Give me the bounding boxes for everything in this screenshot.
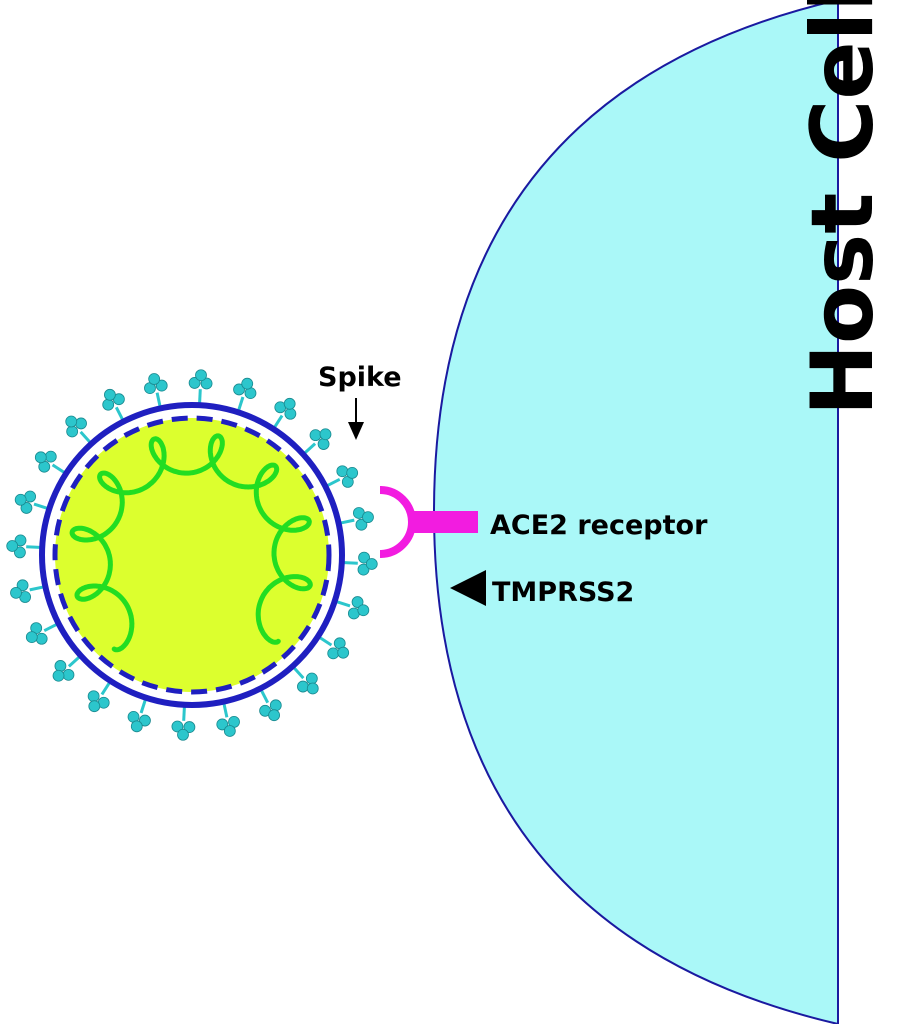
spike-protein bbox=[317, 635, 350, 660]
spike-protein bbox=[34, 450, 67, 475]
tmprss2-marker bbox=[450, 570, 486, 606]
ace2-receptor-label: ACE2 receptor bbox=[490, 510, 708, 541]
viral-envelope bbox=[39, 402, 345, 708]
spike-protein bbox=[341, 551, 378, 576]
host-cell-label: Host Cell bbox=[793, 0, 893, 416]
spike-label: Spike bbox=[318, 362, 402, 393]
spike-protein bbox=[127, 697, 151, 733]
spike-protein bbox=[302, 428, 332, 456]
spike-protein bbox=[171, 704, 196, 741]
spike-protein bbox=[10, 579, 46, 603]
spike-protein bbox=[65, 415, 93, 445]
spike-arrowhead bbox=[348, 422, 364, 440]
inner-membrane bbox=[52, 415, 332, 695]
spike-protein bbox=[144, 373, 168, 409]
spike-protein bbox=[25, 622, 60, 645]
ace2-receptor-stem bbox=[410, 511, 478, 533]
tmprss2-label: TMPRSS2 bbox=[492, 577, 634, 608]
spike-protein bbox=[334, 596, 370, 620]
spike-protein bbox=[233, 377, 257, 413]
spike-protein bbox=[216, 701, 240, 737]
spike-protein bbox=[259, 687, 282, 722]
spike-protein bbox=[14, 490, 50, 514]
viral-rna bbox=[69, 433, 313, 653]
spike-protein bbox=[188, 369, 213, 406]
spike-protein bbox=[272, 397, 297, 430]
ace2-receptor-cup bbox=[379, 486, 416, 558]
spike-protein bbox=[291, 665, 319, 695]
spike-protein bbox=[338, 507, 374, 531]
spike-protein bbox=[324, 465, 359, 488]
spike-protein bbox=[6, 534, 43, 559]
spike-protein bbox=[87, 680, 112, 713]
spike-protein bbox=[102, 388, 125, 423]
spike-protein bbox=[52, 654, 82, 682]
virus-particle bbox=[6, 369, 378, 741]
